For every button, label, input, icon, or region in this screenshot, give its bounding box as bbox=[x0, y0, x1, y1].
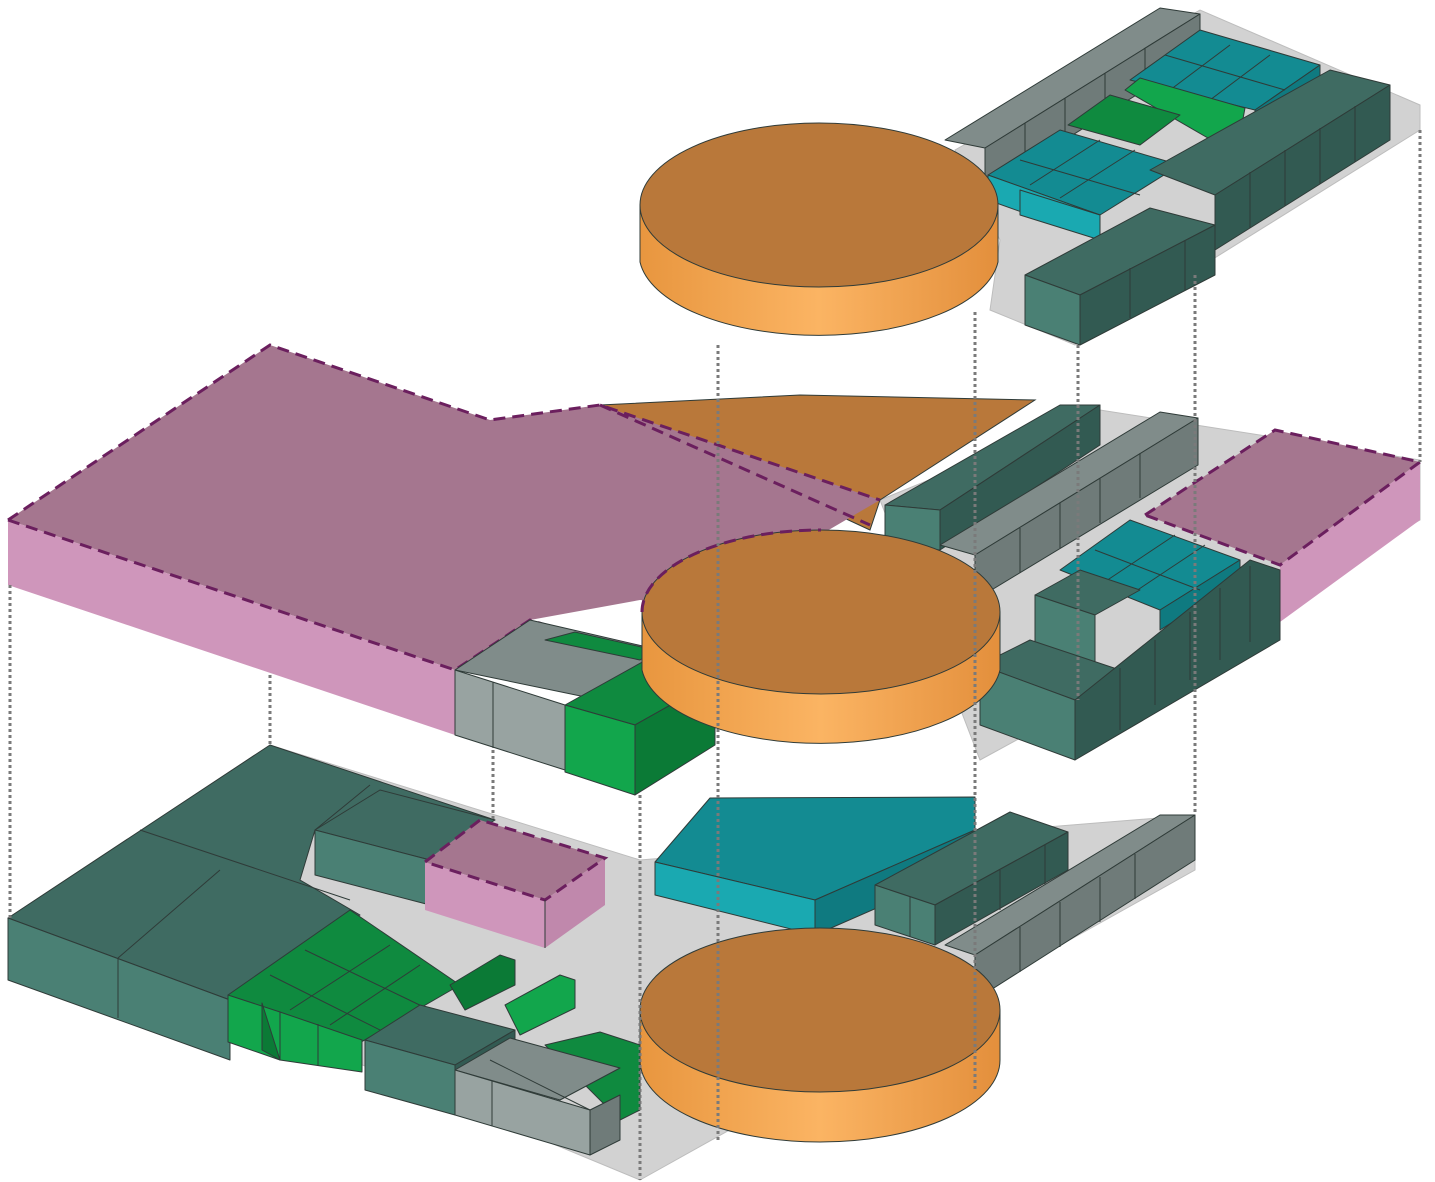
top-teal-front-row bbox=[1024, 207, 1216, 346]
bottom-gray-block bbox=[454, 1037, 621, 1156]
middle-gray-green-block bbox=[454, 619, 716, 796]
middle-right-pink-block bbox=[1144, 428, 1424, 622]
bottom-green-cluster bbox=[227, 909, 461, 1073]
middle-cylindrical-tank bbox=[640, 528, 1001, 744]
bottom-cylindrical-tank bbox=[639, 927, 1001, 1143]
bottom-level bbox=[6, 744, 1196, 1181]
bottom-pink-box bbox=[424, 818, 609, 948]
bottom-right-gray-row bbox=[944, 814, 1196, 1001]
top-dark-teal-blocks bbox=[1149, 69, 1391, 251]
middle-gray-bars bbox=[939, 411, 1199, 601]
vertical-dotted-guides bbox=[8, 130, 1422, 1180]
middle-right-teal-cluster bbox=[979, 559, 1281, 761]
top-cyan-lower bbox=[987, 129, 1181, 241]
top-cylindrical-tank bbox=[639, 122, 999, 336]
top-level bbox=[639, 7, 1421, 346]
bottom-right-teal-stack bbox=[874, 811, 1069, 946]
middle-level bbox=[7, 343, 1424, 796]
top-green-strips bbox=[1067, 77, 1246, 146]
